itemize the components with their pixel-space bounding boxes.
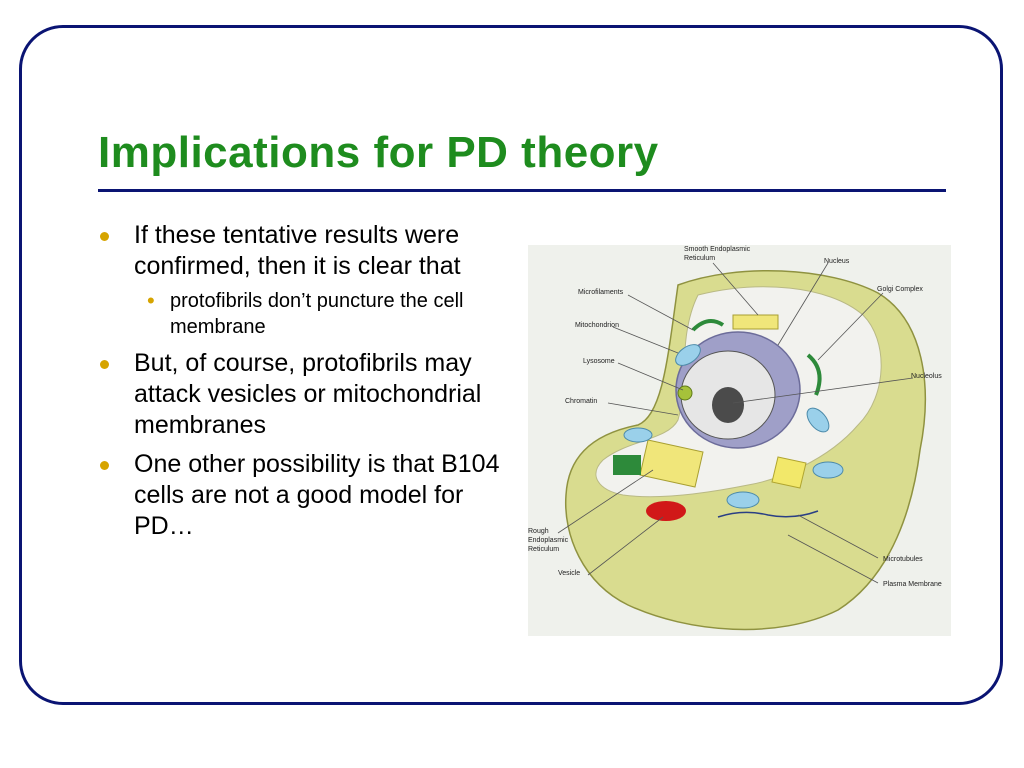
bullet-dot-icon — [100, 461, 109, 470]
label-mitochondrion: Mitochondrion — [575, 322, 619, 329]
label-chromatin: Chromatin — [565, 398, 597, 405]
label-rough-er: Rough — [528, 528, 549, 535]
slide-title: Implications for PD theory — [98, 128, 659, 177]
lysosome-shape — [677, 385, 693, 401]
sub-bullet-item: • protofibrils don’t puncture the cell m… — [134, 288, 518, 340]
mitochondrion-shape — [623, 427, 653, 443]
label-golgi: Golgi Complex — [877, 286, 923, 293]
label-rough-er: Reticulum — [528, 546, 559, 553]
animal-cell-diagram: Smooth Endoplasmic Reticulum Nucleus Mic… — [528, 245, 951, 636]
green-organelle — [613, 455, 641, 475]
rough-er-shape — [639, 439, 704, 488]
sub-bullet-dot-icon: • — [147, 288, 155, 313]
label-nucleolus: Nucleolus — [911, 373, 942, 380]
bullet-dot-icon — [100, 232, 109, 241]
label-plasma-membrane: Plasma Membrane — [883, 581, 942, 588]
bullet-item: One other possibility is that B104 cells… — [98, 449, 518, 542]
golgi-shape — [771, 456, 807, 489]
label-nucleus: Nucleus — [824, 258, 850, 265]
title-underline — [98, 189, 946, 192]
mitochondrion-shape — [675, 344, 701, 366]
vesicle-shape — [646, 501, 686, 521]
label-microtubules: Microtubules — [883, 556, 923, 563]
label-rough-er: Endoplasmic — [528, 537, 569, 544]
label-vesicle: Vesicle — [558, 570, 580, 577]
bullet-item: But, of course, protofibrils may attack … — [98, 348, 518, 441]
leader-lines — [557, 262, 914, 584]
mitochondrion-shape — [806, 407, 830, 433]
mitochondrion-shape — [812, 461, 844, 479]
smooth-er-shape — [732, 314, 779, 330]
nucleolus-shape — [712, 387, 744, 423]
sub-bullet-text: protofibrils don’t puncture the cell mem… — [170, 290, 464, 338]
bullet-dot-icon — [100, 360, 109, 369]
bullet-item: If these tentative results were confirme… — [98, 220, 518, 340]
label-microfilaments: Microfilaments — [578, 289, 624, 296]
microfilaments-shape — [691, 319, 725, 332]
bullet-text: If these tentative results were confirme… — [134, 221, 461, 280]
cell-illustration: Smooth Endoplasmic Reticulum Nucleus Mic… — [528, 246, 942, 631]
label-lysosome: Lysosome — [583, 358, 615, 365]
slide-frame — [19, 25, 1003, 705]
microtubules-shape — [717, 510, 819, 518]
bullet-text: But, of course, protofibrils may attack … — [134, 349, 482, 439]
label-smooth-er: Reticulum — [684, 255, 715, 262]
bullet-list: If these tentative results were confirme… — [98, 220, 518, 550]
label-smooth-er: Smooth Endoplasmic — [684, 246, 751, 253]
bullet-text: One other possibility is that B104 cells… — [134, 450, 500, 540]
mitochondrion-shape — [726, 491, 760, 509]
